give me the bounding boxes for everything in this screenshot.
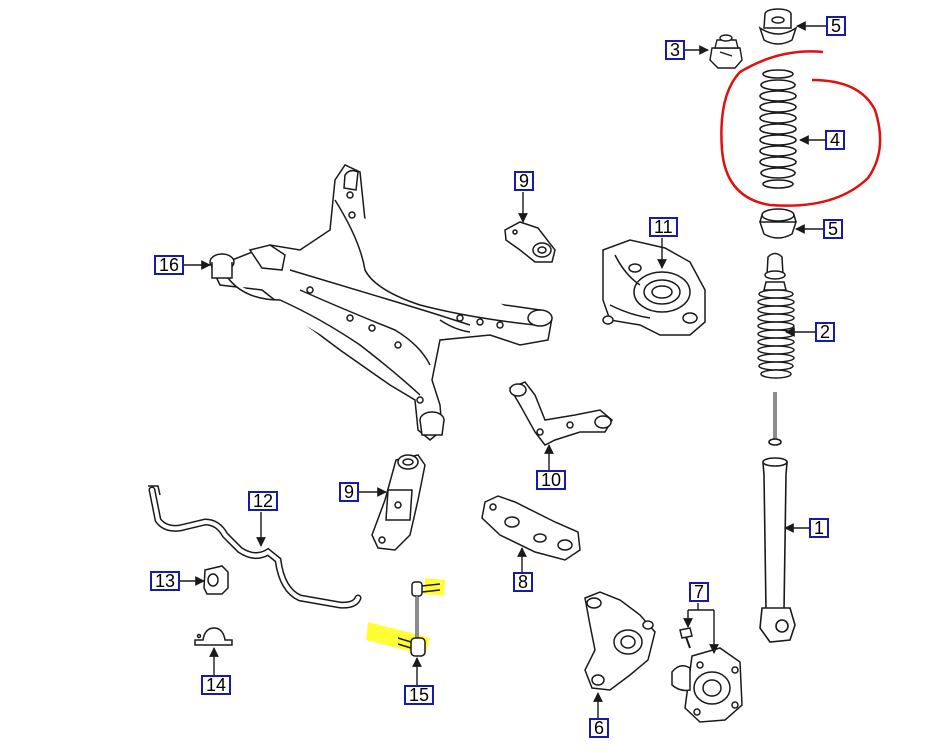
lower-link — [371, 454, 426, 551]
callout-14: 14 — [201, 675, 232, 695]
stabilizer-bushing — [203, 565, 229, 595]
shock-absorber — [759, 392, 796, 643]
bushing-clamp — [194, 627, 233, 646]
callout-10: 10 — [536, 470, 567, 490]
callout-1: 1 — [809, 518, 830, 538]
callout-11: 11 — [649, 217, 678, 237]
spring-seat-upper — [758, 8, 798, 45]
leader-lines — [177, 21, 826, 718]
callout-8: 8 — [513, 572, 534, 592]
spring-seat-lower — [758, 208, 798, 239]
upper-arm — [508, 381, 613, 446]
callout-5-upper: 5 — [826, 16, 847, 36]
callout-2: 2 — [815, 322, 836, 342]
callout-6: 6 — [589, 718, 610, 738]
callout-7: 7 — [689, 582, 710, 602]
leader-7 — [688, 603, 714, 611]
radius-rod — [481, 495, 581, 561]
callout-5-lower: 5 — [823, 219, 844, 239]
callout-13: 13 — [150, 571, 181, 591]
highlight-marker-upper — [424, 578, 445, 596]
rear-knuckle — [584, 591, 656, 691]
upper-link-bracket — [504, 221, 556, 263]
callout-9-lower: 9 — [339, 482, 360, 502]
suspension-member — [209, 164, 553, 441]
highlight-circle — [720, 50, 882, 207]
callout-15: 15 — [404, 685, 435, 705]
callout-12: 12 — [248, 491, 279, 511]
callout-3: 3 — [665, 40, 686, 60]
callout-16: 16 — [154, 255, 185, 275]
coil-spring — [759, 69, 797, 189]
stabilizer-bar — [148, 485, 362, 609]
callout-9-upper: 9 — [514, 171, 535, 191]
stabilizer-link — [397, 581, 441, 657]
dust-boot — [757, 252, 795, 379]
callout-4: 4 — [825, 130, 846, 150]
hub-bolts — [671, 627, 743, 723]
mount-insulator — [709, 34, 743, 69]
axle-housing — [602, 239, 706, 336]
